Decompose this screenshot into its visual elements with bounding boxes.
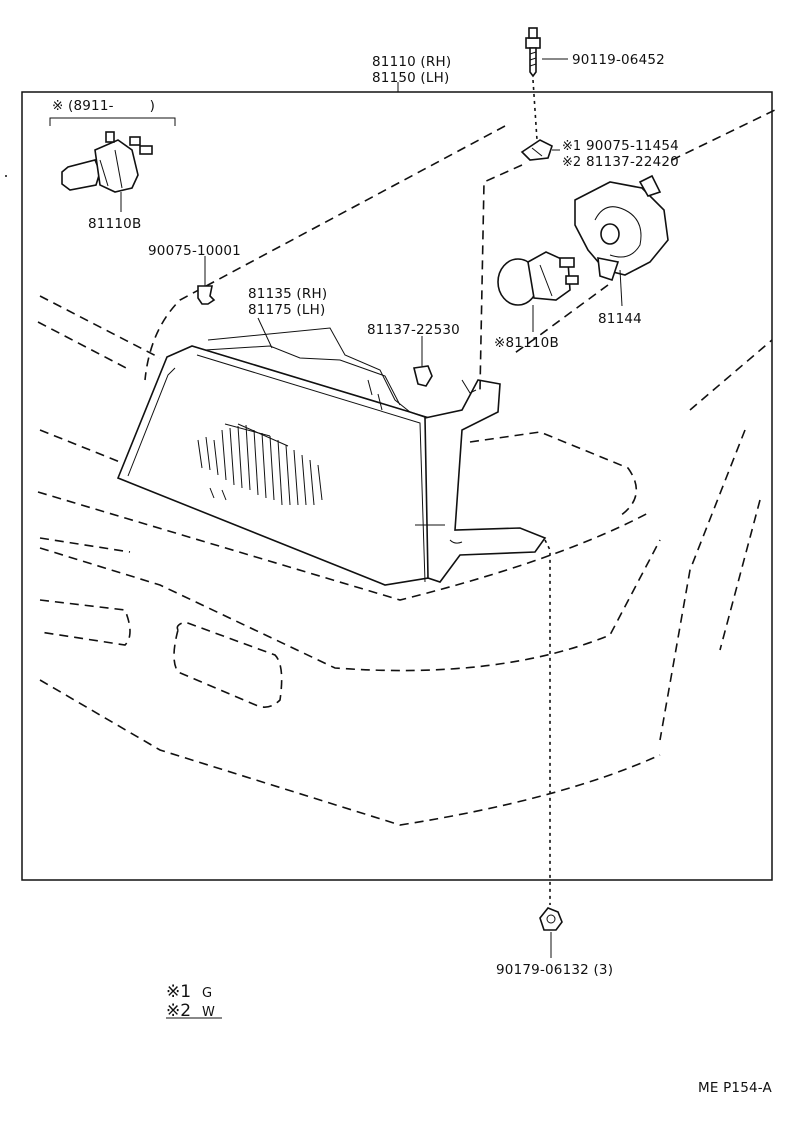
- legend-code-2: W: [202, 1005, 215, 1020]
- scan-speck: [5, 175, 7, 177]
- car-body-outline: [37, 109, 776, 826]
- label-assembly-lh: 81150 (LH): [372, 70, 449, 86]
- label-housing-rh: 81135 (RH): [248, 286, 327, 302]
- clip-bracket-icon: [520, 139, 553, 161]
- bulb-main-icon: [61, 131, 153, 193]
- housing-leader: [257, 317, 273, 349]
- label-socket-cover: 81144: [598, 311, 642, 327]
- assembly-frame: [21, 91, 773, 881]
- legend-mark-2: ※2: [166, 1001, 191, 1021]
- label-clip-2: 81137-22420: [586, 154, 679, 170]
- socket-cover-leader: [619, 269, 623, 307]
- label-clip-small: 90075-10001: [148, 243, 241, 259]
- label-bulb-main: 81110B: [88, 216, 141, 232]
- retainer-icon: [413, 365, 433, 387]
- legend-code-1: G: [202, 986, 212, 1001]
- legend-mark-1: ※1: [166, 982, 191, 1002]
- label-bulb-aux: ※81110B: [494, 335, 559, 351]
- bulb-aux-icon: [497, 251, 579, 306]
- label-bolt: 90119-06452: [572, 52, 665, 68]
- label-housing-lh: 81175 (LH): [248, 302, 325, 318]
- headlight-housing: [116, 327, 547, 586]
- label-assembly-rh: 81110 (RH): [372, 54, 451, 70]
- label-mark-1: ※1: [562, 139, 581, 154]
- label-nut: 90179-06132 (3): [496, 962, 613, 978]
- period-bracket: [49, 117, 176, 126]
- label-clip-1: 90075-11454: [586, 138, 679, 154]
- nut-icon: [539, 907, 563, 931]
- label-period-note: ※ (8911- ): [52, 98, 155, 114]
- clip-small-icon: [197, 285, 216, 305]
- label-retainer: 81137-22530: [367, 322, 460, 338]
- bolt-icon: [525, 27, 541, 78]
- socket-cover-icon: [574, 174, 669, 282]
- page-code: ME P154-A: [698, 1080, 773, 1096]
- label-mark-2: ※2: [562, 155, 581, 170]
